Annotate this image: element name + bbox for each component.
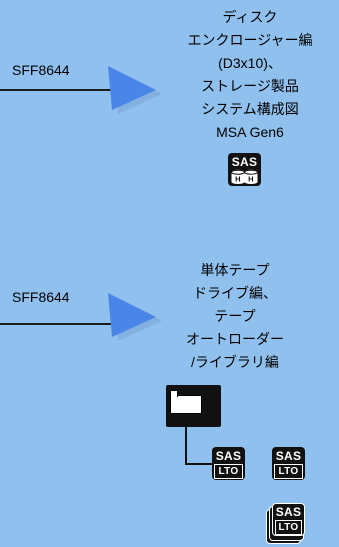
sas-disk-icon: SAS H H: [228, 153, 261, 186]
direction-arrow-tape: [106, 291, 164, 343]
enclosure-title-line: システム構成図: [201, 101, 299, 117]
tape-title-line: /ライブラリ編: [191, 354, 279, 370]
connector-cable-enclosure: [0, 89, 111, 91]
tape-title-line: オートローダー: [186, 331, 284, 347]
enclosure-title-line: エンクロージャー編: [187, 32, 313, 48]
lto-label: LTO: [274, 464, 303, 479]
disk-letter-1: H: [235, 175, 241, 184]
connector-label-enclosure: SFF8644: [12, 62, 70, 78]
enclosure-title[interactable]: ディスク エンクロージャー編 (D3x10)、 ストレージ製品 システム構成図 …: [160, 6, 339, 144]
tape-connector-horizontal: [185, 463, 212, 465]
enclosure-title-line: ディスク: [222, 9, 278, 25]
sas-badge-text: SAS: [275, 449, 302, 463]
sas-lto-icon: SAS LTO: [212, 447, 245, 480]
disk-drums-icon: H H: [231, 169, 258, 184]
connector-cable-tape: [0, 323, 111, 325]
lto-label: LTO: [214, 464, 243, 479]
tape-title-line: テープ: [214, 308, 256, 324]
enclosure-title-line: ストレージ製品: [201, 78, 299, 94]
sas-badge-text: SAS: [215, 449, 242, 463]
sas-lto-icon: SAS LTO: [272, 447, 305, 480]
disk-letter-2: H: [248, 175, 254, 184]
enclosure-title-line: (D3x10)、: [218, 55, 282, 71]
cartridge-slot: [170, 395, 202, 414]
tape-title-line: 単体テープ: [200, 262, 270, 278]
tape-autoloader-icon: [166, 385, 221, 427]
enclosure-title-line: MSA Gen6: [216, 124, 284, 140]
tape-connector-vertical: [185, 427, 187, 465]
sas-lto-library-icon: SAS LTO: [272, 503, 305, 536]
connector-label-tape: SFF8644: [12, 289, 70, 305]
tape-title-line: ドライブ編、: [193, 285, 277, 301]
sas-badge-text: SAS: [275, 505, 302, 519]
direction-arrow-enclosure: [106, 64, 164, 116]
lto-label: LTO: [275, 520, 302, 535]
sas-badge-text: SAS: [231, 155, 258, 169]
tape-title[interactable]: 単体テープ ドライブ編、 テープ オートローダー /ライブラリ編: [145, 259, 325, 374]
cartridge-tab: [170, 390, 178, 397]
